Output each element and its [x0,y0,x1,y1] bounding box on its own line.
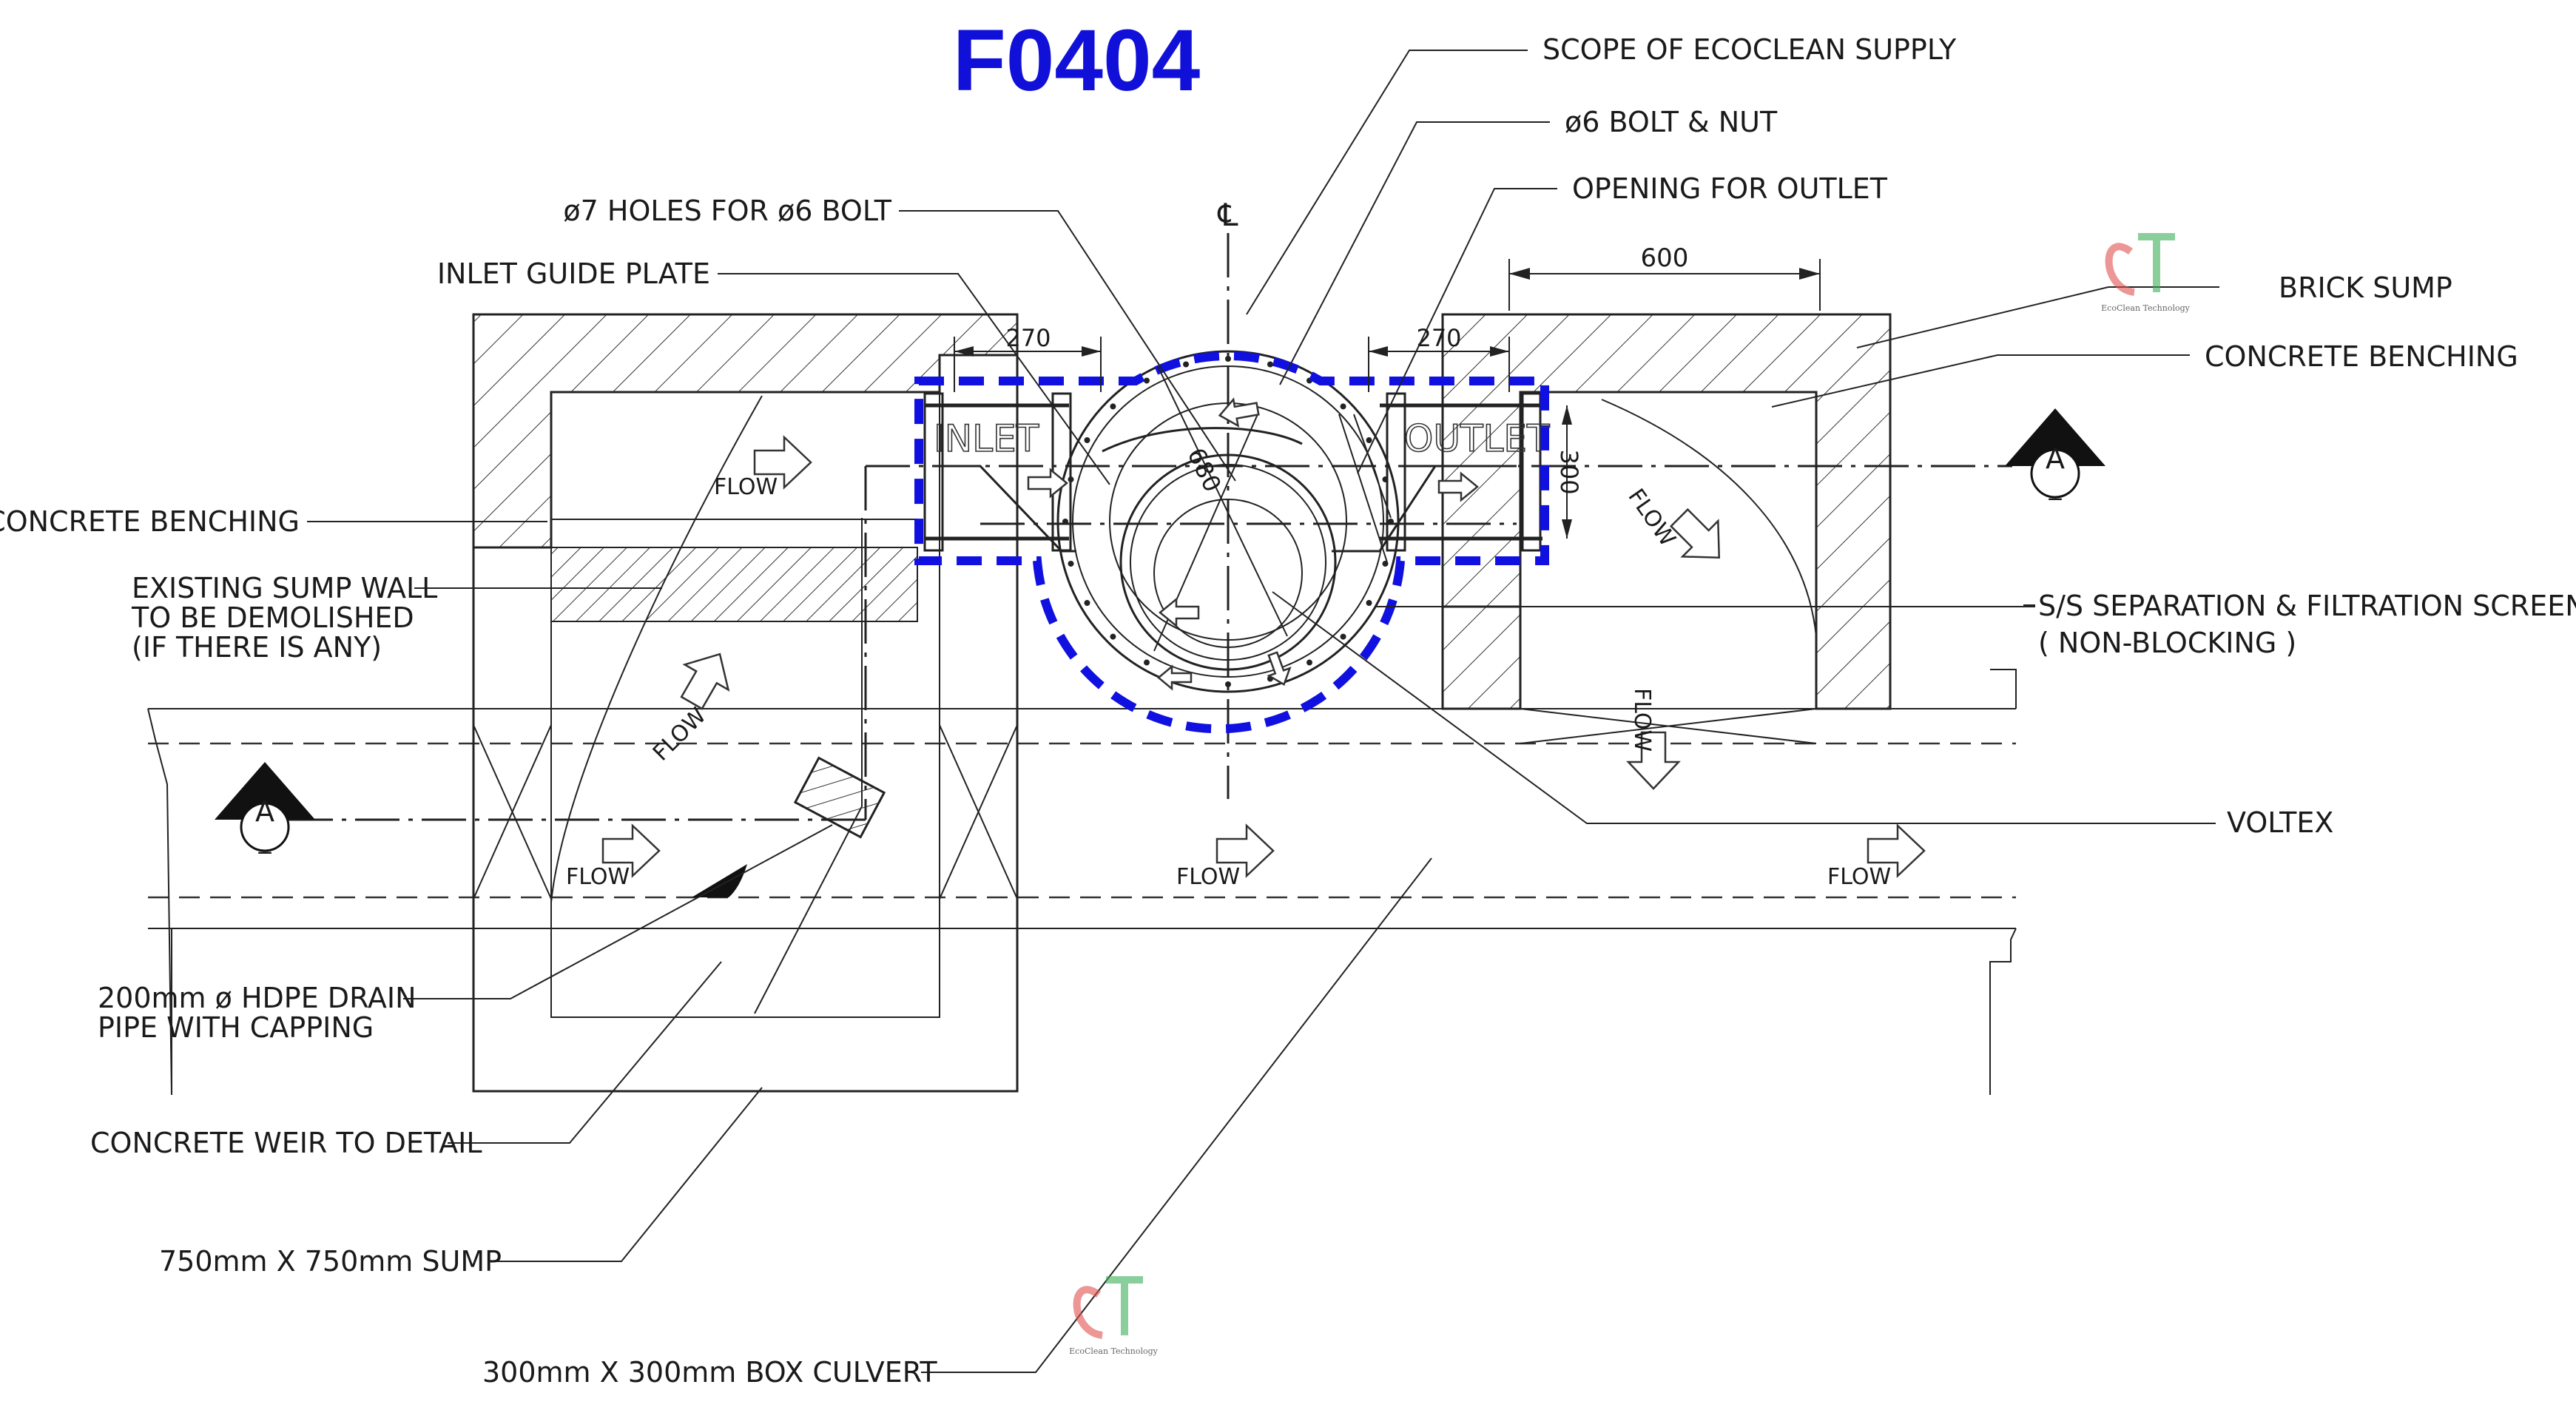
label-holes: ø7 HOLES FOR ø6 BOLT [563,195,891,227]
section-marker-right: A _ [2005,408,2105,501]
bolt-hole [1366,600,1372,606]
ecoclean-logo-bottom: EcoClean Technology [1069,1276,1159,1356]
svg-text:FLOW: FLOW [1629,688,1655,752]
label-existing-wall-3: (IF THERE IS ANY) [132,631,382,664]
label-concrete-benching-right: CONCRETE BENCHING [2205,340,2518,373]
bolt-hole [1306,659,1312,666]
inlet-label: INLET [934,417,1039,460]
label-bolt-nut: ø6 BOLT & NUT [1565,106,1778,138]
bolt-hole [1388,519,1394,525]
svg-text:FLOW: FLOW [1176,864,1240,890]
dim-270-left: 270 [1005,324,1051,352]
label-screen-2: ( NON-BLOCKING ) [2038,627,2296,659]
label-sump: 750mm X 750mm SUMP [159,1245,502,1278]
bolt-hole [1225,681,1231,687]
label-existing-wall-2: TO BE DEMOLISHED [131,601,414,634]
label-voltex: VOLTEX [2227,806,2333,839]
svg-text:A: A [2046,442,2065,475]
svg-text:FLOW: FLOW [1827,864,1891,890]
bolt-hole [1110,403,1116,410]
label-weir: CONCRETE WEIR TO DETAIL [90,1127,482,1159]
svg-text:_: _ [2049,471,2063,501]
dim-680: 680 [1181,443,1227,496]
drawing-title: F0404 [953,12,1201,109]
svg-text:EcoClean Technology: EcoClean Technology [1069,1346,1159,1356]
dim-300: 300 [1555,449,1583,494]
bolt-hole [1366,437,1372,443]
svg-text:FLOW: FLOW [648,703,712,766]
svg-text:FLOW: FLOW [714,474,778,500]
leader-lines [307,50,2219,1373]
bolt-hole [1144,659,1150,666]
svg-text:FLOW: FLOW [566,864,630,890]
svg-text:A: A [255,795,274,828]
bolt-hole [1062,519,1068,525]
ecoclean-unit [923,350,1542,693]
section-marker-left: A _ [215,762,315,854]
label-concrete-benching-left: CONCRETE BENCHING [0,505,300,538]
label-hdpe-1: 200mm ø HDPE DRAIN [98,982,417,1014]
bolt-hole [1340,633,1346,640]
bolt-hole [1340,403,1346,410]
bolt-hole [1144,377,1150,384]
label-culvert: 300mm X 300mm BOX CULVERT [482,1356,937,1389]
bolt-hole [1225,356,1231,362]
centerline-symbol: ℄ [1218,197,1238,233]
dimensions: 600 270 270 300 680 [954,243,1821,637]
bolt-hole [1068,560,1074,567]
ecoclean-logo-top: EcoClean Technology [2101,233,2191,313]
left-sump [472,313,1019,1093]
svg-text:FLOW: FLOW [1622,485,1680,552]
svg-text:EcoClean Technology: EcoClean Technology [2101,303,2191,313]
svg-text:_: _ [258,825,272,854]
bolt-hole [1110,633,1116,640]
bolt-hole [1382,476,1389,483]
label-opening-outlet: OPENING FOR OUTLET [1572,172,1888,205]
bolt-hole [1084,437,1090,443]
label-existing-wall-1: EXISTING SUMP WALL [132,572,437,604]
scope-outline [914,351,1549,734]
bolt-hole [1068,476,1074,483]
flow-arrows: FLOW FLOW FLOW FLOW FLOW FLOW FLOW [566,436,1926,890]
label-hdpe-2: PIPE WITH CAPPING [98,1011,374,1044]
dim-270-right: 270 [1416,324,1461,352]
dim-600: 600 [1641,243,1689,273]
bolt-hole [1183,361,1190,368]
bolt-hole [1267,361,1273,368]
label-brick-sump: BRICK SUMP [2279,272,2452,304]
brick-sump [1441,313,1892,744]
label-scope: SCOPE OF ECOCLEAN SUPPLY [1542,33,1957,66]
outlet-label: OUTLET [1404,417,1550,460]
label-inlet-guide: INLET GUIDE PLATE [437,257,710,290]
annotations: SCOPE OF ECOCLEAN SUPPLY ø6 BOLT & NUT O… [0,33,2576,1389]
bolt-hole [1084,600,1090,606]
label-screen-1: S/S SEPARATION & FILTRATION SCREEN [2038,590,2576,622]
